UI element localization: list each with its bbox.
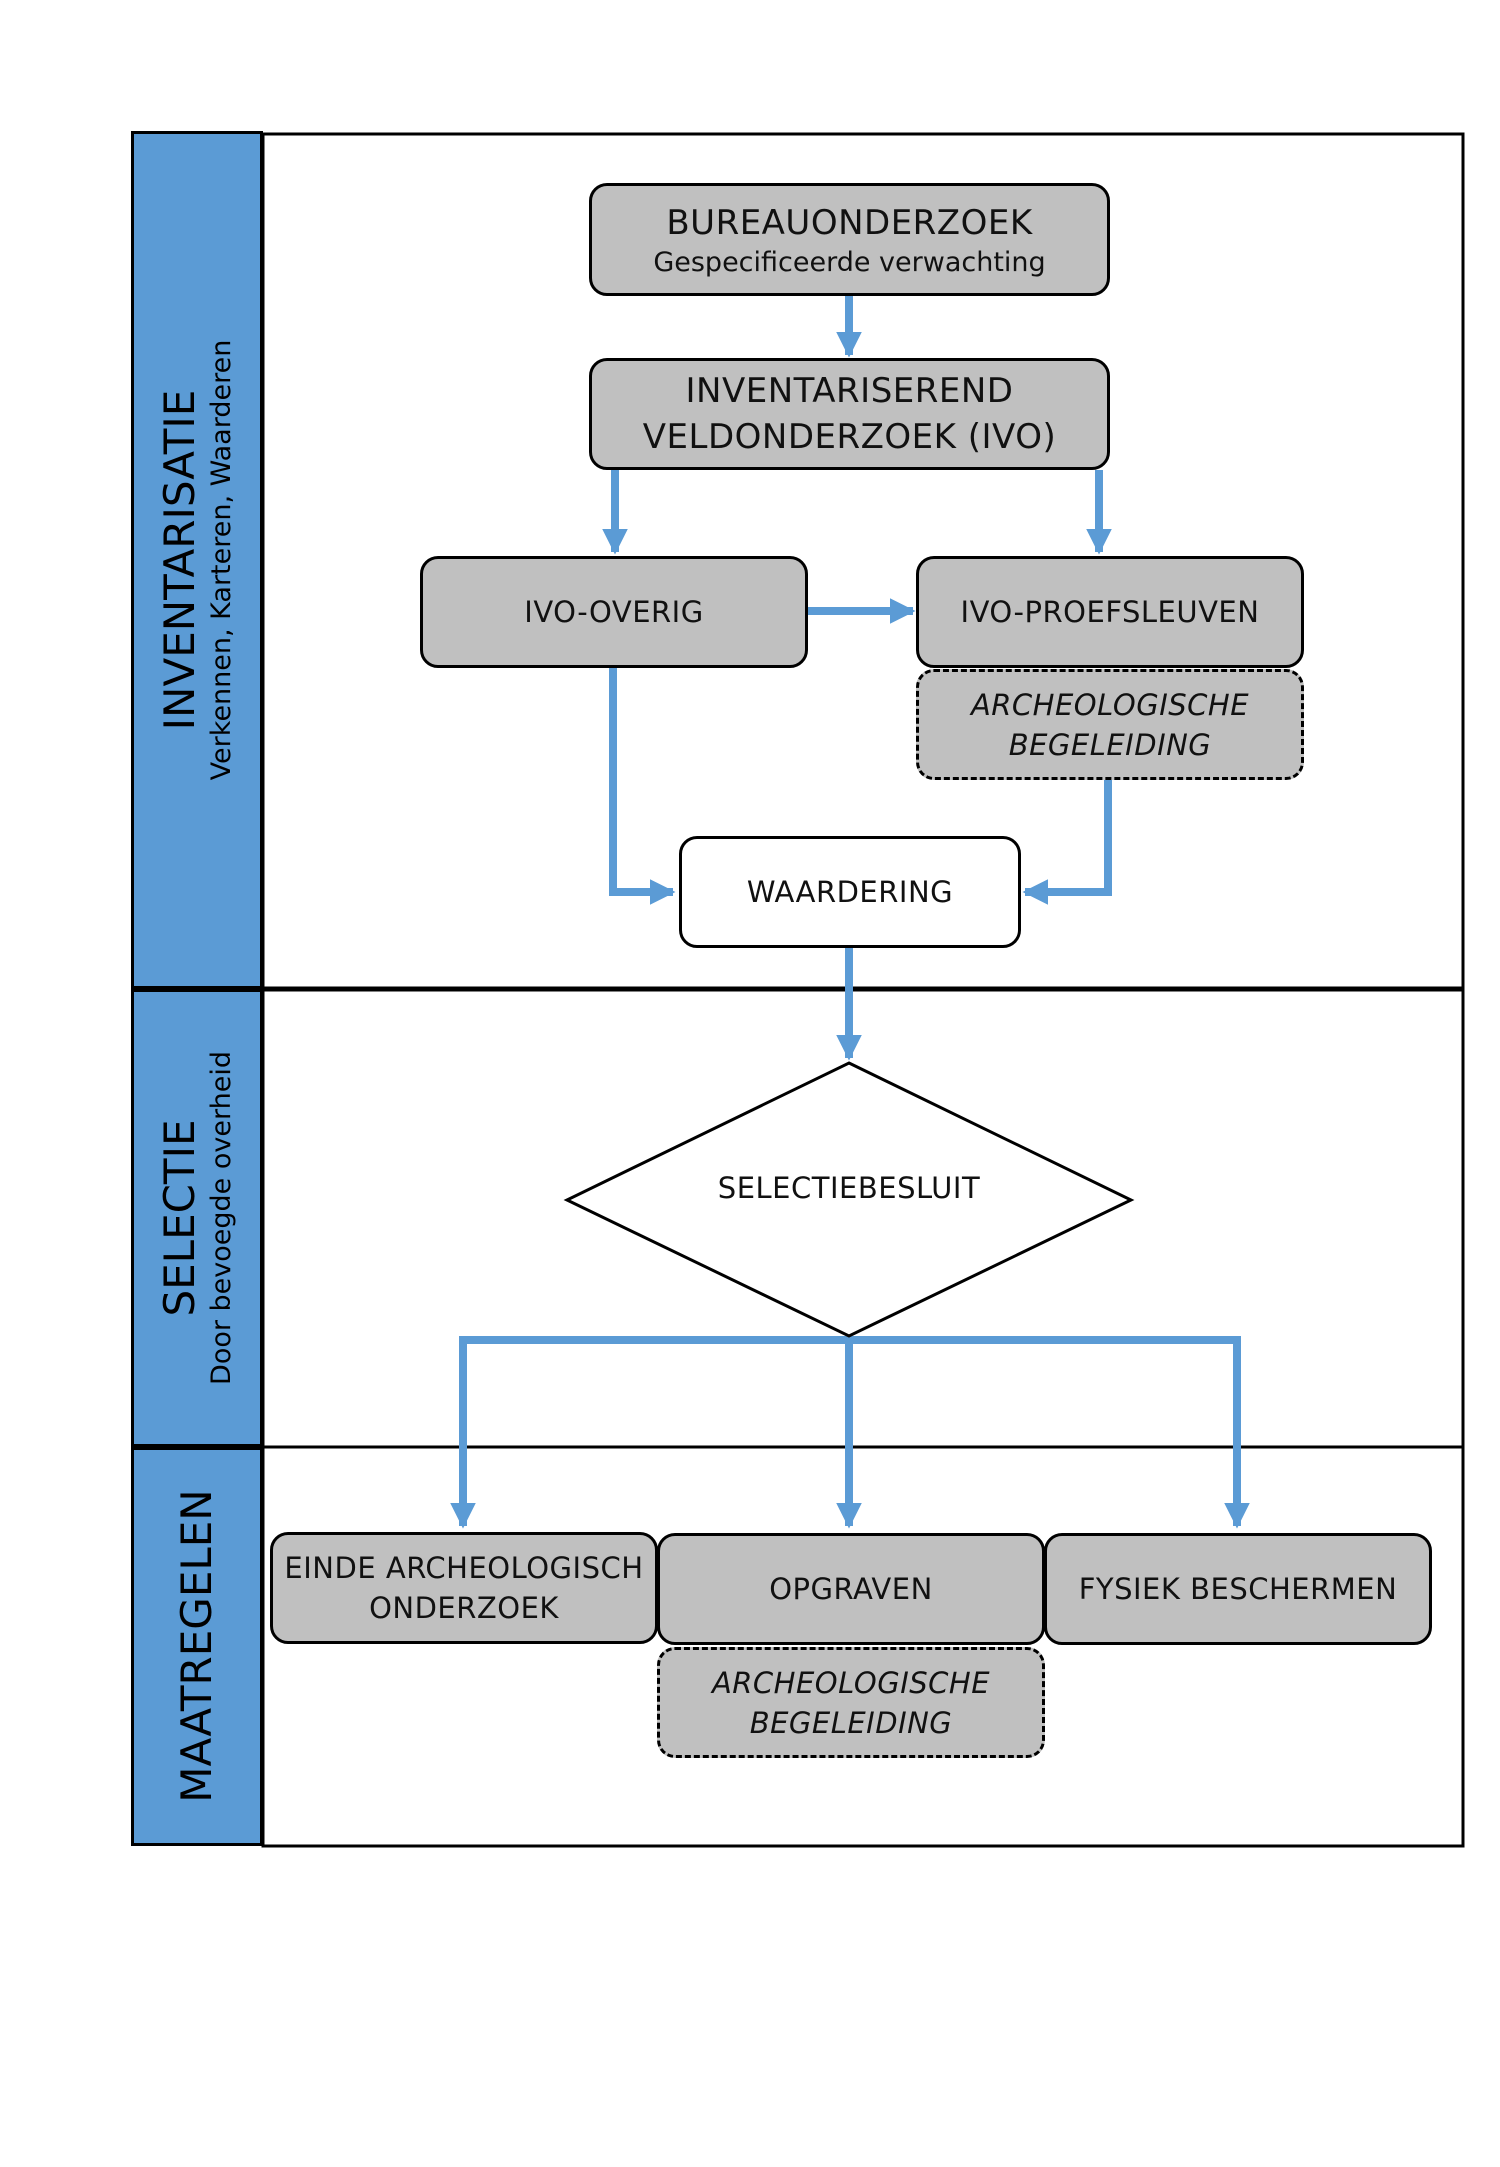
node-label: FYSIEK BESCHERMEN <box>1078 1572 1398 1606</box>
node-line: BEGELEIDING <box>749 1705 953 1740</box>
selectiebesluit-label: SELECTIEBESLUIT <box>717 1171 981 1205</box>
node-label: IVO-OVERIG <box>524 595 704 629</box>
phase-label-selectie: SELECTIE Door bevoegde overheid <box>155 1051 239 1385</box>
arrow-selectie-to-einde <box>450 1336 849 1529</box>
phase-title: MAATREGELEN <box>172 1489 221 1803</box>
node-ivo-overig: IVO-OVERIG <box>420 556 808 668</box>
node-fysiek-beschermen: FYSIEK BESCHERMEN <box>1044 1533 1432 1645</box>
node-waardering: WAARDERING <box>679 836 1021 948</box>
node-subtitle: Gespecificeerde verwachting <box>653 246 1046 278</box>
node-line: ONDERZOEK <box>369 1591 559 1625</box>
node-archeologische-begeleiding: ARCHEOLOGISCHE BEGELEIDING <box>916 669 1304 780</box>
phase-bar-selectie <box>131 989 263 1447</box>
node-label: WAARDERING <box>746 875 954 909</box>
node-label: IVO-PROEFSLEUVEN <box>960 595 1260 629</box>
node-line: VELDONDERZOEK (IVO) <box>642 417 1057 457</box>
node-ivo: INVENTARISEREND VELDONDERZOEK (IVO) <box>589 358 1110 470</box>
node-opgraven: OPGRAVEN <box>657 1533 1045 1645</box>
arrow-selectie-to-fysiek <box>849 1336 1250 1529</box>
node-label: OPGRAVEN <box>769 1572 933 1606</box>
phase-bar-maatregelen <box>131 1447 263 1846</box>
phase-subtitle: Door bevoegde overheid <box>206 1051 237 1385</box>
phase-subtitle: Verkennen, Karteren, Waarderen <box>206 339 237 781</box>
phase-bar-inventarisatie <box>131 131 263 989</box>
node-line: EINDE ARCHEOLOGISCH <box>284 1551 644 1585</box>
node-ivo-proefsleuven: IVO-PROEFSLEUVEN <box>916 556 1304 668</box>
node-line: ARCHEOLOGISCHE <box>970 687 1250 722</box>
node-line: BEGELEIDING <box>1008 727 1212 762</box>
phase-title: INVENTARISATIE <box>155 389 204 731</box>
phase-label-inventarisatie: INVENTARISATIE Verkennen, Karteren, Waar… <box>155 340 239 781</box>
node-title: BUREAUONDERZOEK <box>666 202 1033 243</box>
selectiebesluit-diamond <box>563 1061 1135 1338</box>
phase-title: SELECTIE <box>155 1119 204 1317</box>
node-line: INVENTARISEREND <box>685 371 1014 411</box>
phase-label-maatregelen: MAATREGELEN <box>172 1489 222 1802</box>
node-archeologische-begeleiding-opgraven: ARCHEOLOGISCHE BEGELEIDING <box>657 1647 1045 1758</box>
arrow-begeleiding-to-waardering <box>1022 780 1112 905</box>
node-einde-archeologisch-onderzoek: EINDE ARCHEOLOGISCH ONDERZOEK <box>270 1532 658 1644</box>
arrow-overig-to-waardering <box>609 668 676 905</box>
node-bureauonderzoek: BUREAUONDERZOEK Gespecificeerde verwacht… <box>589 183 1110 296</box>
node-line: ARCHEOLOGISCHE <box>711 1665 991 1700</box>
